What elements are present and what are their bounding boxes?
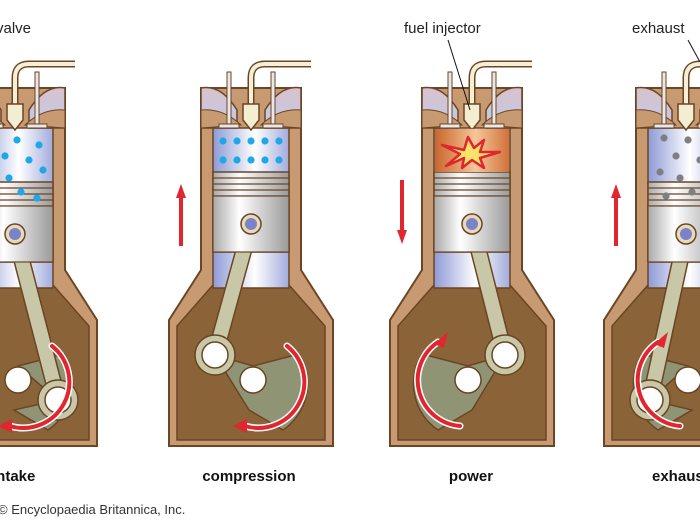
arrow-up-icon <box>176 184 186 198</box>
air-particle <box>25 156 33 164</box>
exhaust-particle <box>656 168 664 176</box>
stroke-label-intake: intake <box>0 468 36 485</box>
crank-pin <box>201 341 229 369</box>
air-particle <box>219 137 227 145</box>
exhaust-valve-stem <box>34 71 40 125</box>
stroke-label-compression: compression <box>202 468 296 485</box>
exhaust-particle <box>676 174 684 182</box>
leader-line-fuel-injector <box>447 39 471 111</box>
air-particle <box>275 156 283 164</box>
engine-exhaust <box>603 60 700 447</box>
air-particle <box>39 166 47 174</box>
engine-intake <box>0 60 98 447</box>
air-particle <box>233 156 241 164</box>
exhaust-particle <box>696 156 700 164</box>
air-particle <box>33 194 41 202</box>
arrow-down-icon <box>397 230 407 244</box>
rotation-arrowhead <box>0 419 12 433</box>
air-particle <box>13 136 21 144</box>
fuel-injector <box>242 103 260 132</box>
crankshaft-main <box>4 366 32 394</box>
air-particle <box>233 137 241 145</box>
fuel-injector <box>677 103 695 132</box>
callout-exhaust-valve: exhaust <box>632 20 685 37</box>
air-particle <box>261 156 269 164</box>
copyright-credit: © Encyclopaedia Britannica, Inc. <box>0 502 186 517</box>
exhaust-particle <box>660 134 668 142</box>
stroke-label-exhaust: exhaust <box>652 468 700 485</box>
air-particle <box>35 141 43 149</box>
exhaust-valve-stem <box>270 71 276 125</box>
air-particle <box>247 156 255 164</box>
crankshaft-main <box>239 366 267 394</box>
stroke-label-power: power <box>448 468 494 485</box>
engine-power <box>389 60 555 447</box>
callout-fuel-injector: fuel injector <box>404 20 481 37</box>
callout-intake-valve: valve <box>0 20 32 37</box>
fuel-injector <box>6 103 24 132</box>
rotation-arrow <box>415 340 462 428</box>
leader-line-exhaust <box>687 39 700 63</box>
exhaust-particle <box>662 192 670 200</box>
rotation-arrow <box>635 340 682 428</box>
crankshaft-main <box>674 366 700 394</box>
air-particle <box>247 137 255 145</box>
intake-valve-stem <box>226 71 232 125</box>
crank-pin <box>491 341 519 369</box>
rotation-arrow <box>243 344 307 430</box>
air-particle <box>219 156 227 164</box>
air-particle <box>275 137 283 145</box>
air-particle <box>5 174 13 182</box>
exhaust-valve-stem <box>491 71 497 125</box>
arrow-up-icon <box>611 184 621 198</box>
exhaust-particle <box>688 188 696 196</box>
exhaust-particle <box>684 136 692 144</box>
explosion-icon <box>440 135 502 170</box>
piston-skirt <box>0 205 54 263</box>
intake-valve-stem <box>661 71 667 125</box>
fuel-injector <box>463 103 481 132</box>
rotation-arrowhead <box>654 332 668 348</box>
engine-compression <box>168 60 334 447</box>
rotation-arrow <box>8 344 72 430</box>
exhaust-particle <box>672 152 680 160</box>
rotation-arrowhead <box>233 419 247 433</box>
rotation-arrowhead <box>434 332 448 348</box>
air-particle <box>261 137 269 145</box>
intake-valve-stem <box>447 71 453 125</box>
air-particle <box>17 188 25 196</box>
crankshaft-main <box>454 366 482 394</box>
air-particle <box>1 152 9 160</box>
